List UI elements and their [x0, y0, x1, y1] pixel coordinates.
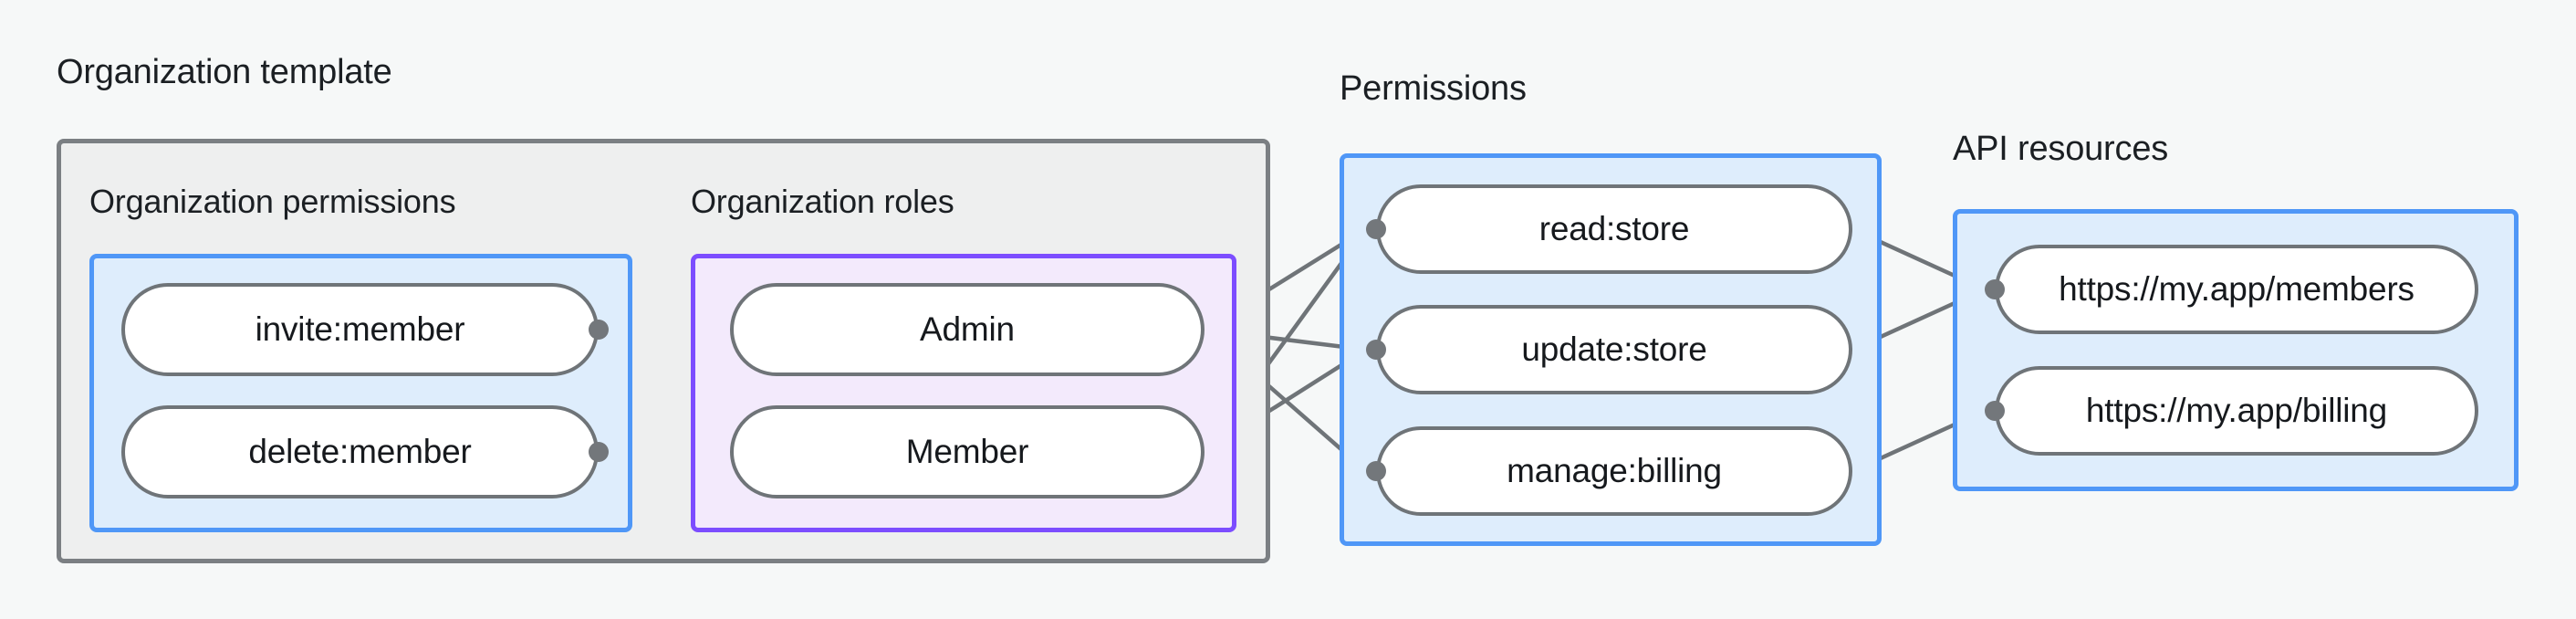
node-label-delete-member: delete:member [248, 433, 472, 470]
node-label-invite-member: invite:member [255, 310, 465, 348]
group-title-permissions: Permissions [1340, 69, 1527, 108]
node-billing-url[interactable]: https://my.app/billing [1995, 366, 2478, 456]
node-invite-member[interactable]: invite:member [121, 283, 599, 376]
node-admin[interactable]: Admin [730, 283, 1205, 376]
node-label-manage-billing: manage:billing [1507, 452, 1722, 489]
node-label-admin: Admin [920, 310, 1015, 348]
node-label-member: Member [905, 433, 1029, 470]
node-delete-member[interactable]: delete:member [121, 405, 599, 498]
node-update-store[interactable]: update:store [1376, 305, 1852, 394]
group-title-organization-template: Organization template [57, 53, 392, 91]
node-read-store[interactable]: read:store [1376, 184, 1852, 274]
node-manage-billing[interactable]: manage:billing [1376, 426, 1852, 516]
node-label-billing-url: https://my.app/billing [2085, 392, 2388, 429]
node-label-members-url: https://my.app/members [2059, 270, 2414, 308]
group-title-api-resources: API resources [1953, 130, 2169, 168]
node-members-url[interactable]: https://my.app/members [1995, 245, 2478, 334]
subgroup-title-organization-permissions: Organization permissions [89, 183, 456, 220]
node-label-update-store: update:store [1521, 330, 1707, 368]
handle-read-store-left[interactable] [1366, 219, 1386, 239]
node-member[interactable]: Member [730, 405, 1205, 498]
handle-delete-member-right[interactable] [589, 442, 609, 462]
handle-billing-url-left[interactable] [1985, 401, 2005, 421]
subgroup-title-organization-roles: Organization roles [691, 183, 954, 220]
handle-invite-member-right[interactable] [589, 320, 609, 340]
handle-members-url-left[interactable] [1985, 279, 2005, 299]
node-label-read-store: read:store [1538, 210, 1690, 247]
handle-update-store-left[interactable] [1366, 340, 1386, 360]
handle-manage-billing-left[interactable] [1366, 461, 1386, 481]
